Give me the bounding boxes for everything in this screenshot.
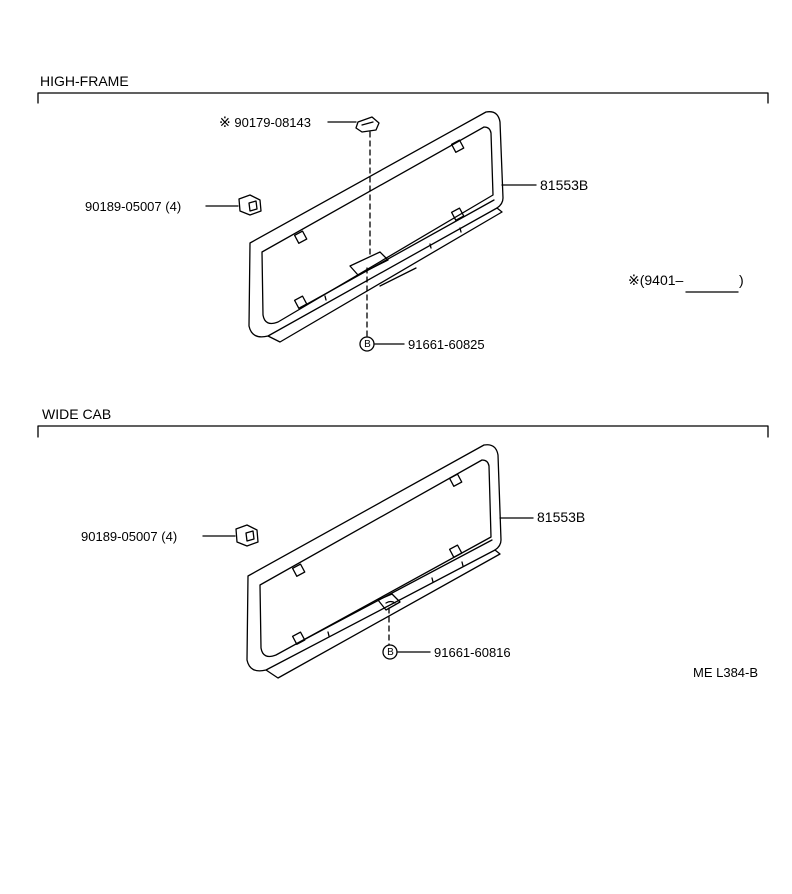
high-frame-screw-badge: B [364,339,371,350]
part-number: 90189-05007 [81,529,158,544]
wide-cab-clip-label: 90189-05007 (4) [81,529,177,544]
wide-cab-bracket [37,425,769,438]
high-frame-clip-shape [238,194,262,216]
section-title-high-frame: HIGH-FRAME [40,73,129,89]
high-frame-period-note: ※(9401– [628,273,683,288]
high-frame-nut-label: ※ 90179-08143 [219,114,311,131]
period-start: (9401– [639,272,684,288]
wide-cab-screw-badge-circle [382,644,398,660]
high-frame-screw-label: 91661-60825 [408,337,485,352]
high-frame-clip-label: 90189-05007 (4) [85,199,181,214]
high-frame-license-plate-frame [248,111,504,343]
high-frame-screw-badge-circle [359,336,375,352]
wide-cab-plate-label: 81553B [537,509,586,525]
section-title-wide-cab: WIDE CAB [42,406,112,422]
part-quantity: (4) [165,199,182,214]
part-number: 90179-08143 [234,115,311,130]
high-frame-period-close: ) [739,272,744,288]
wide-cab-clip-shape [235,524,259,547]
reference-mark-icon: ※ [628,272,640,288]
high-frame-bracket [37,92,769,104]
drawing-code: ME L384-B [693,665,759,680]
wide-cab-license-plate-frame [246,444,502,679]
part-quantity: (4) [161,529,178,544]
part-number: 90189-05007 [85,199,162,214]
wide-cab-screw-badge: B [387,647,394,658]
wide-cab-screw-label: 91661-60816 [434,645,511,660]
asterisk-mark-icon: ※ [219,114,231,130]
high-frame-nut-shape [355,116,380,133]
high-frame-plate-label: 81553B [540,177,589,193]
